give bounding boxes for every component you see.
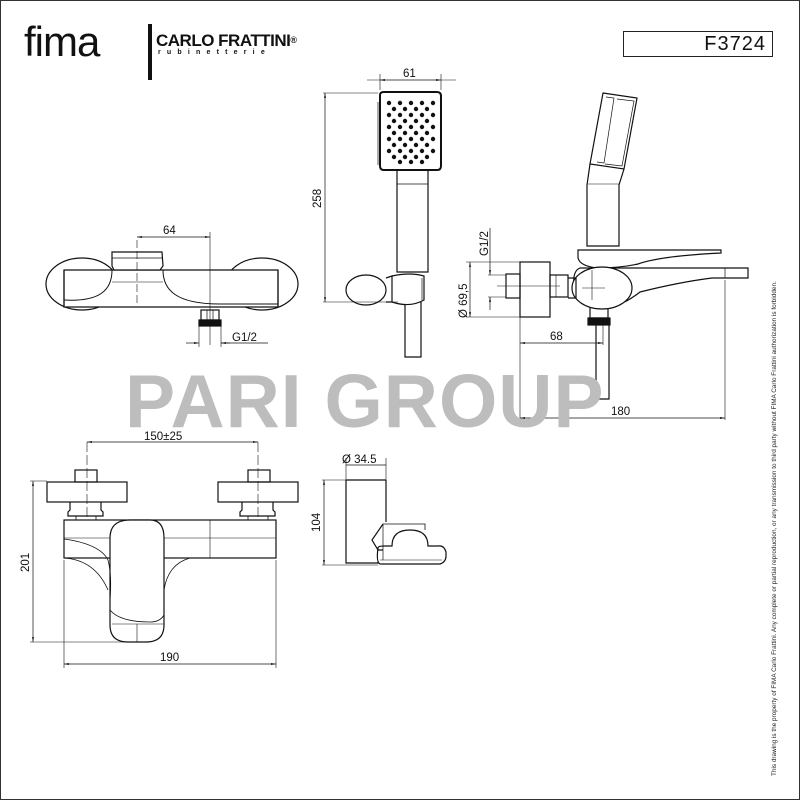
product-code: F3724 xyxy=(623,31,773,57)
logo-registered-mark: ® xyxy=(290,35,297,45)
dim-190: 190 xyxy=(160,652,179,664)
dim-64: 64 xyxy=(163,225,176,237)
dim-61: 61 xyxy=(403,68,416,80)
dim-258: 258 xyxy=(312,189,324,208)
hand-shower-view xyxy=(323,74,456,358)
wall-holder-view xyxy=(322,458,447,566)
logo-carlo-frattini: CARLO FRATTINI® xyxy=(156,31,297,50)
dim-201: 201 xyxy=(20,553,32,572)
logo-tagline: rubinetterie xyxy=(158,49,271,56)
dim-diameter-69-5: Ø 69,5 xyxy=(458,283,470,318)
logo-brand-text: CARLO FRATTINI xyxy=(156,31,291,50)
dim-g12-top: G1/2 xyxy=(232,332,257,344)
dim-180: 180 xyxy=(611,406,630,418)
copyright-notice: This drawing is the property of FIMA Car… xyxy=(771,281,778,776)
dim-g12-side: G1/2 xyxy=(479,231,491,256)
dim-68: 68 xyxy=(550,331,563,343)
mixer-front-view xyxy=(30,441,299,668)
logo-fima: fima xyxy=(24,18,100,65)
watermark: PARI GROUP xyxy=(125,359,605,443)
logo-divider xyxy=(148,24,152,80)
dim-diameter-34-5: Ø 34.5 xyxy=(342,454,377,466)
dim-150-25: 150±25 xyxy=(144,431,182,443)
dim-104: 104 xyxy=(311,512,323,532)
mixer-top-view xyxy=(45,232,299,347)
shower-nozzles xyxy=(386,100,436,165)
side-view xyxy=(466,92,749,420)
